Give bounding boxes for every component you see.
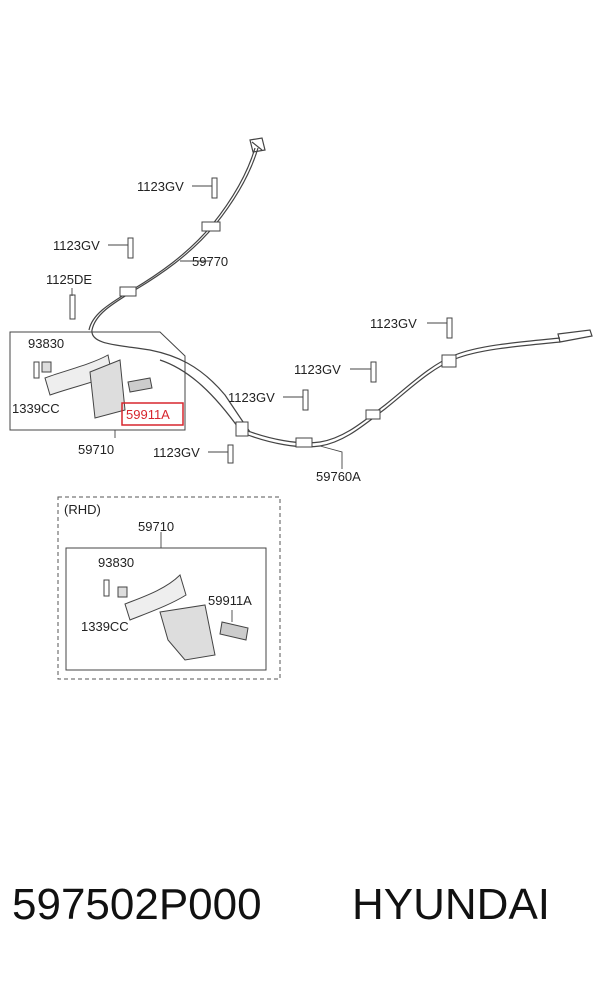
bolt-icon	[211, 177, 218, 199]
bolt-icon	[227, 444, 234, 464]
lever-bracket-icon	[89, 359, 126, 419]
label-bushing-lh: 93830	[28, 336, 64, 351]
bushing-icon	[117, 586, 128, 598]
bolt-icon	[446, 317, 453, 339]
lever-bracket-icon	[159, 604, 216, 661]
part-number: 597502P000	[12, 880, 262, 929]
bolt-icon	[69, 294, 76, 320]
footer: 597502P000 HYUNDAI	[0, 880, 600, 950]
label-rhd-tag: (RHD)	[64, 502, 101, 517]
bolt-icons	[33, 177, 453, 597]
leader-lines	[71, 185, 447, 548]
label-bolt-cc-lh: 1339CC	[12, 401, 60, 416]
label-bushing-rh: 93830	[98, 555, 134, 570]
switch-icon	[127, 377, 153, 393]
label-bolt-top: 1123GV	[137, 179, 184, 194]
brand-name: HYUNDAI	[352, 880, 551, 929]
bolt-icon	[127, 237, 134, 259]
rhd-detail-box	[57, 496, 281, 680]
label-switch-rh: 59911A	[208, 593, 252, 608]
bolt-icon	[302, 389, 309, 411]
label-bolt-cc-rh: 1339CC	[81, 619, 129, 634]
label-bolt-mid: 1123GV	[228, 390, 275, 405]
bolt-icon	[103, 579, 110, 597]
bolt-icon	[370, 361, 377, 383]
highlighted-part-box	[121, 402, 184, 426]
label-bolt-upper-left: 1123GV	[53, 238, 100, 253]
lh-detail-box	[9, 331, 186, 431]
lever-icon	[124, 574, 187, 621]
rear-cable	[159, 137, 593, 448]
label-bolt-lever: 1125DE	[46, 272, 92, 287]
label-cable-front: 59770	[192, 254, 228, 269]
label-bolt-bottom: 1123GV	[153, 445, 200, 460]
bushing-icon	[41, 361, 52, 373]
bolt-icon	[33, 361, 40, 379]
label-bolt-right-mid: 1123GV	[294, 362, 341, 377]
label-switch-lh: 59911A	[126, 407, 170, 422]
switch-icon	[219, 621, 249, 641]
cable-brackets	[119, 221, 457, 448]
label-cable-rear: 59760A	[316, 469, 361, 484]
label-lever-assy-rh: 59710	[138, 519, 174, 534]
label-lever-assy-lh: 59710	[78, 442, 114, 457]
label-bolt-right-top: 1123GV	[370, 316, 417, 331]
part-labels: 1123GV 1123GV 59770 1125DE 93830 1339CC …	[12, 179, 417, 634]
